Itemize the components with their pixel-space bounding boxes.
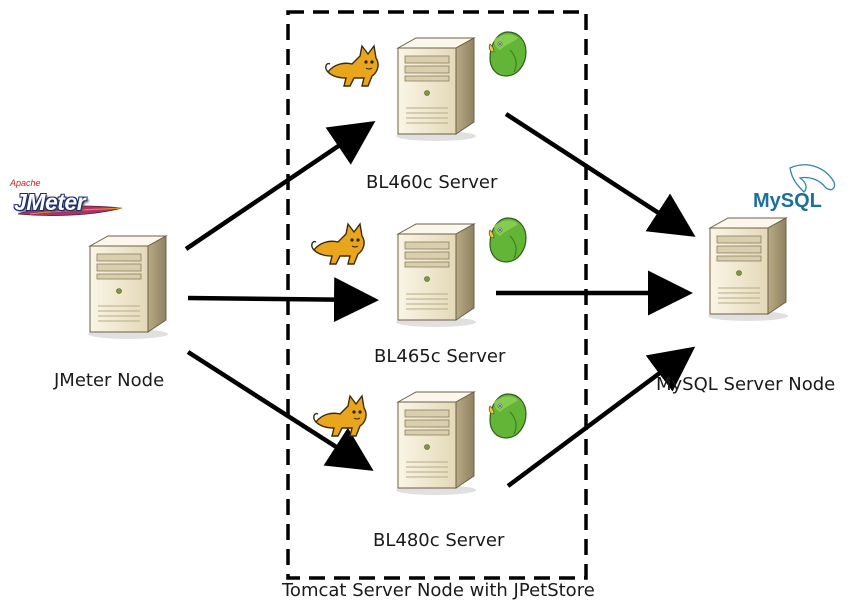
bl465c-tomcat-cat-icon: [311, 223, 365, 265]
arrow-jmeter-to-bl460c: [184, 120, 376, 251]
bl460c-green-parrot-icon: [488, 31, 527, 77]
jmeter-server-tower-icon: [87, 235, 169, 340]
arrow-jmeter-to-bl465c: [187, 277, 379, 323]
bl480c-server-label: BL480c Server: [373, 530, 505, 551]
bl460c-server-tower-icon: [395, 37, 477, 142]
arrow-bl480c-to-mysql: [506, 346, 696, 488]
mysql-dolphin-logo: [789, 164, 836, 193]
tomcat-group-label: Tomcat Server Node with JPetStore: [282, 580, 595, 601]
mysql-logo: MySQL: [753, 190, 822, 212]
bl465c-server-label: BL465c Server: [374, 346, 506, 367]
mysql-server-tower-icon: [707, 217, 789, 322]
apache-logo-text: Apache: [10, 178, 41, 188]
bl460c-tomcat-cat-icon: [325, 45, 379, 87]
bl480c-server-tower-icon: [395, 391, 477, 496]
jmeter-node-label: JMeter Node: [54, 370, 165, 391]
bl480c-tomcat-cat-icon: [313, 395, 367, 437]
mysql-node-label: MySQL Server Node: [656, 374, 836, 395]
bl465c-green-parrot-icon: [488, 217, 527, 263]
jmeter-logo: JMeter: [14, 189, 86, 215]
arrow-jmeter-to-bl480c: [186, 350, 374, 471]
bl460c-server-label: BL460c Server: [366, 172, 498, 193]
bl480c-green-parrot-icon: [488, 393, 527, 439]
arrow-bl460c-to-mysql: [504, 112, 696, 237]
bl465c-server-tower-icon: [395, 223, 477, 328]
